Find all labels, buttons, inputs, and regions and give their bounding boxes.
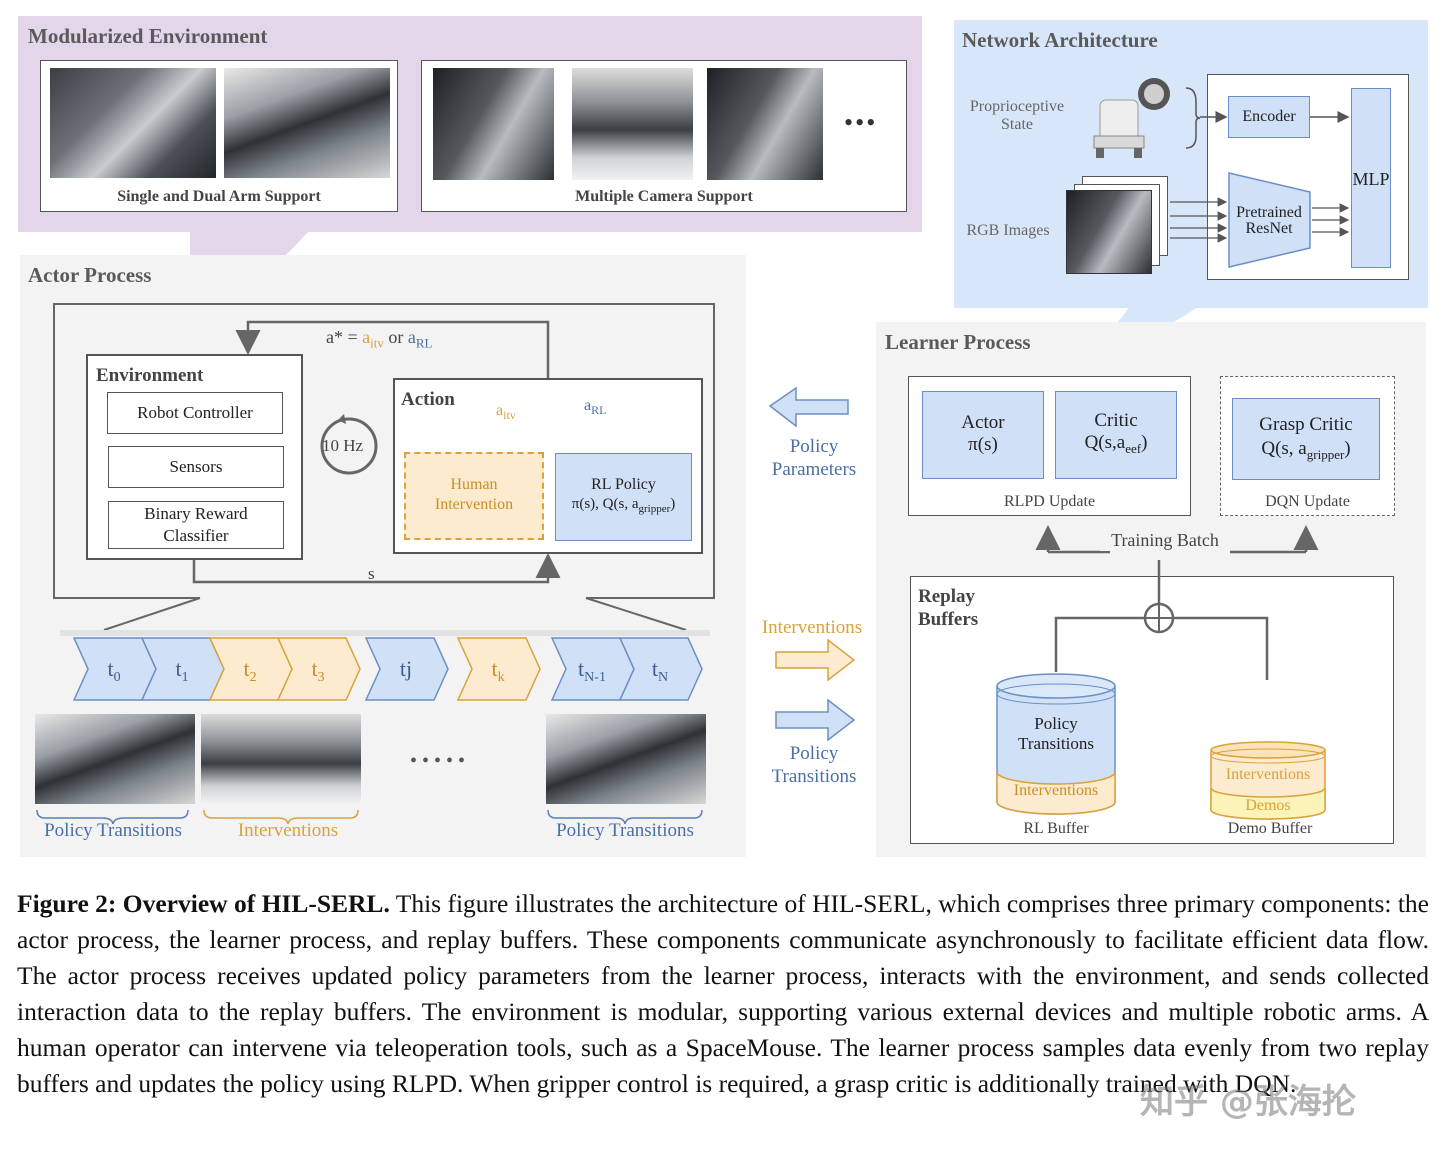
rl-policy-label-1: RL Policy [591, 476, 656, 493]
demo-buffer-cylinder [1210, 741, 1326, 820]
timeline-step-label: t0 [107, 656, 120, 685]
demo-buffer-interventions: Interventions [1225, 766, 1311, 783]
caption-text: This figure illustrates the architecture… [17, 889, 1429, 1098]
timeline-step-label: t3 [311, 656, 324, 685]
modular-env-title: Modularized Environment [28, 24, 268, 48]
dual-arm-photo [224, 68, 390, 178]
more-cameras-dots: ••• [844, 108, 878, 137]
critic-block [1055, 391, 1177, 479]
a-itv-label: aitv [496, 402, 516, 423]
timeline-step-label: tk [491, 656, 504, 685]
policy-photo-1 [35, 714, 195, 804]
human-label-1: Human [450, 476, 498, 493]
grasp-critic-label-2: Q(s, agripper) [1261, 438, 1351, 462]
timeline-step [550, 637, 635, 701]
timeline-step-label: tN [652, 656, 668, 685]
policy-params-label-1: Policy [789, 436, 839, 457]
caption-label: Figure 2: Overview of HIL-SERL. [17, 889, 390, 918]
gripper-robot-icon [1086, 70, 1176, 160]
reward-classifier-box [108, 501, 284, 549]
actor-block-label-1: Actor [961, 412, 1005, 433]
timeline-step [276, 637, 361, 701]
resnet-label-1: Pretrained [1236, 204, 1302, 221]
rl-buffer-policy-2: Transitions [1018, 734, 1094, 753]
rate-label: 10 Hz [322, 436, 364, 455]
camera-support-label: Multiple Camera Support [575, 188, 753, 205]
timeline-step [618, 637, 703, 701]
single-arm-photo [50, 68, 216, 178]
a-rl-label: aRL [584, 397, 607, 418]
rgb-label: RGB Images [966, 222, 1050, 239]
mlp-block: MLP [1351, 88, 1391, 268]
rl-buffer-policy-1: Policy [1034, 714, 1078, 733]
camera-photo-2 [572, 68, 693, 180]
network-arrows [1170, 87, 1350, 243]
timeline-step-label: tN-1 [578, 656, 606, 685]
timeline-step-label: t2 [243, 656, 256, 685]
grasp-critic-block [1232, 398, 1380, 480]
rlpd-label: RLPD Update [1003, 493, 1096, 510]
policy-params-label-2: Parameters [771, 459, 857, 480]
interventions-bracket-label: Interventions [237, 820, 339, 841]
watermark: 知乎 @张海抡 [1140, 1082, 1356, 1122]
timeline-step [72, 637, 157, 701]
timeline-step-label: t1 [175, 656, 188, 685]
demo-buffer-demos: Demos [1245, 797, 1291, 814]
replay-title-1: Replay [918, 586, 975, 607]
s-label: s [368, 564, 375, 583]
rl-policy-label-2: π(s), Q(s, agripper) [571, 496, 676, 515]
rl-buffer-cylinder [996, 673, 1116, 815]
critic-block-label-1: Critic [1094, 410, 1138, 431]
rl-buffer-label: RL Buffer [1023, 820, 1089, 837]
replay-title-2: Buffers [918, 609, 979, 630]
timeline-brackets [36, 809, 703, 825]
reward-label-2: Classifier [163, 526, 229, 545]
proprio-label: Proprioceptive State [969, 98, 1065, 133]
encoder-block: Encoder [1228, 96, 1310, 138]
camera-photo-1 [433, 68, 554, 180]
rl-buffer-interventions: Interventions [1013, 782, 1099, 799]
sensors-box: Sensors [108, 446, 284, 488]
policy-photo-2 [546, 714, 706, 804]
actor-block [922, 391, 1044, 479]
human-intervention-box [404, 452, 544, 540]
actor-title: Actor Process [28, 263, 152, 287]
timeline-step [456, 637, 541, 701]
policy-trans-label-2: Transitions [771, 766, 857, 787]
policy-trans-label-1: Policy [789, 743, 839, 764]
arm-support-label: Single and Dual Arm Support [117, 188, 321, 205]
training-batch-label: Training Batch [1100, 530, 1230, 551]
a-star-label: a* = aitv or aRL [326, 327, 433, 351]
network-title: Network Architecture [962, 28, 1158, 52]
grasp-critic-label-1: Grasp Critic [1259, 414, 1353, 435]
environment-title: Environment [96, 365, 204, 386]
intervention-photo [201, 714, 361, 804]
camera-photo-3 [707, 68, 823, 180]
resnet-trapezoid [1228, 172, 1311, 268]
reward-label-1: Binary Reward [144, 504, 248, 523]
timeline-strip [60, 630, 710, 636]
critic-block-label-2: Q(s,aeef) [1084, 432, 1148, 456]
rgb-image [1066, 190, 1152, 274]
middle-interventions-label: Interventions [761, 617, 863, 638]
learner-title: Learner Process [885, 330, 1031, 354]
human-label-2: Intervention [434, 496, 514, 513]
timeline-dots: • • • • • [410, 750, 466, 772]
timeline-step [364, 637, 449, 701]
policy-transitions-left-label: Policy Transitions [44, 820, 182, 841]
rl-policy-box [555, 453, 692, 541]
policy-transitions-right-label: Policy Transitions [556, 820, 694, 841]
figure-caption: Figure 2: Overview of HIL-SERL. This fig… [17, 886, 1429, 1102]
robot-controller-box: Robot Controller [107, 392, 283, 434]
actor-block-label-2: π(s) [968, 434, 998, 455]
timeline-chevrons: t0 t1 t2 t3 tj tk tN-1 tN [72, 637, 703, 701]
middle-arrows [768, 386, 856, 742]
timeline-step-label: tj [400, 656, 412, 681]
demo-buffer-label: Demo Buffer [1227, 820, 1313, 837]
resnet-label-2: ResNet [1245, 220, 1293, 237]
dqn-label: DQN Update [1265, 493, 1350, 510]
action-title: Action [401, 389, 455, 410]
learner-connectors [1035, 525, 1319, 680]
